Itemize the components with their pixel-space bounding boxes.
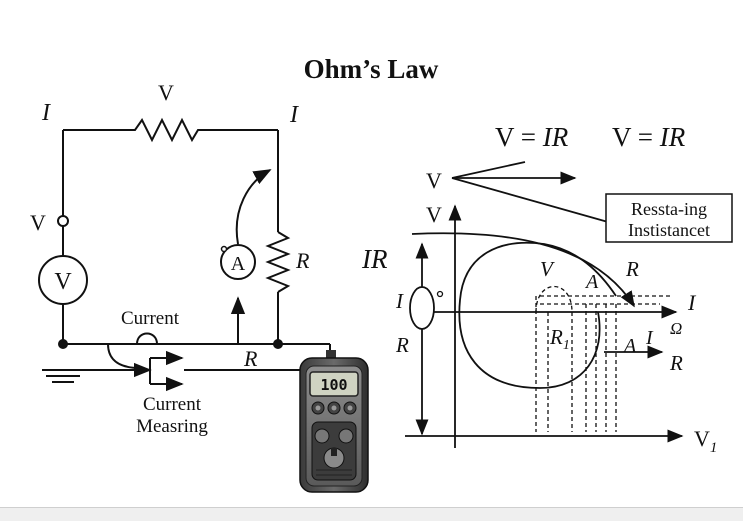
callout-box <box>605 193 733 243</box>
label-v-node: V <box>30 210 46 235</box>
formula-left: V = IR <box>495 122 569 152</box>
current-measuring-line2: Measring <box>136 416 208 437</box>
meter-display-screen <box>309 371 359 397</box>
a-lower-label: A <box>622 335 637 357</box>
r-arrow-label: R <box>669 351 683 375</box>
v1-main: V <box>694 426 710 451</box>
ir-label: IR <box>361 244 388 274</box>
current-label: Current <box>121 308 180 329</box>
r-curve-label: R <box>625 257 639 281</box>
callout-line1: Ressta-ing <box>631 199 707 219</box>
dashed-bump <box>535 286 573 313</box>
v1-axis-label: V1 <box>694 426 717 456</box>
loop-curve <box>458 241 617 389</box>
r1-subscript: 1 <box>563 338 570 353</box>
bottom-strip <box>0 507 743 521</box>
node-dot-left <box>58 339 68 349</box>
meter-jack-right <box>338 428 354 444</box>
i-left-label: I <box>395 289 404 313</box>
r-left-label: R <box>395 333 409 357</box>
meter-display: 100 <box>320 376 347 394</box>
callout-line2: Instistancet <box>628 220 710 240</box>
graph <box>405 161 733 448</box>
v1-subscript: 1 <box>710 440 718 456</box>
i-axis-label: I <box>687 290 697 315</box>
v-arrow-label: V <box>426 168 442 193</box>
curved-current-arrow <box>235 169 272 245</box>
voltmeter-symbol: V <box>54 269 72 295</box>
label-i-right: I <box>289 102 299 128</box>
label-r-bottom: R <box>243 346 258 371</box>
current-hop <box>136 332 158 345</box>
ammeter-symbol: A <box>231 253 246 275</box>
label-i-left: I <box>41 100 51 126</box>
multimeter: 100 <box>299 350 369 493</box>
top-wire-with-resistor <box>63 117 278 143</box>
vertical-resistor <box>265 231 291 293</box>
formula-right: V = IR <box>612 122 686 152</box>
current-measure-bracket <box>149 358 182 384</box>
label-r-vertical: R <box>295 248 310 273</box>
left-ellipse-symbol <box>409 286 435 330</box>
omega-label: Ω <box>670 319 682 338</box>
node-dot-right <box>273 339 283 349</box>
y-axis-label: V <box>426 202 442 227</box>
ammeter-circle <box>220 244 256 280</box>
a-curve-label: A <box>584 271 599 293</box>
callout-pointer <box>451 177 609 223</box>
top-arc-arrow <box>411 232 635 308</box>
r1-label: R1 <box>549 325 570 353</box>
formula-left-text: V = <box>495 122 543 152</box>
current-measure-curve <box>107 343 141 369</box>
voltmeter-circle <box>38 255 88 305</box>
i-lower-label: I <box>645 327 654 349</box>
v-upper-line <box>451 161 526 179</box>
formula-right-text: V = <box>612 122 660 152</box>
formula-right-text-italic: IR <box>659 122 686 152</box>
label-v-resistor: V <box>158 80 174 105</box>
current-measuring-line1: Current <box>143 394 202 415</box>
page-title: Ohm’s Law <box>304 54 439 84</box>
ammeter-terminal <box>220 245 228 253</box>
v-curve-label: V <box>540 257 555 281</box>
meter-jack-left <box>314 428 330 444</box>
terminal-circle <box>57 215 69 227</box>
circuit <box>38 117 331 384</box>
r1-main: R <box>549 325 563 349</box>
formula-left-text-italic: IR <box>542 122 569 152</box>
